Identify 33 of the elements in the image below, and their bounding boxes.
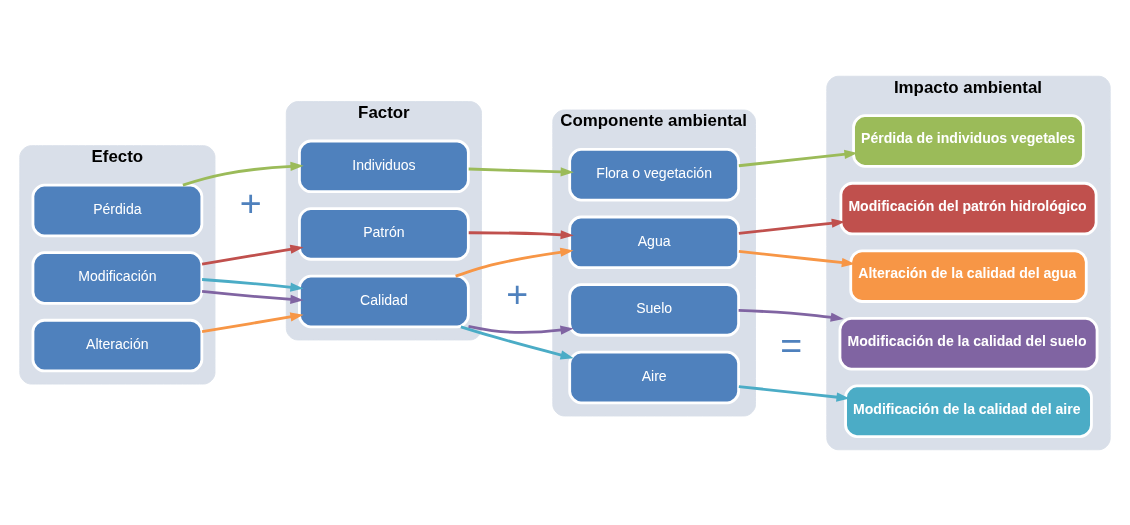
arrow (738, 218, 845, 235)
arrow (738, 308, 844, 322)
arrow (201, 311, 304, 333)
label: + (506, 272, 529, 315)
arrow (182, 161, 304, 186)
node-box: Patrón (298, 206, 470, 261)
arrow (738, 249, 855, 267)
arrow (468, 324, 574, 335)
arrow (738, 384, 850, 402)
arrow (455, 247, 574, 277)
node-box: Modificación de la calidad del aire (844, 384, 1093, 438)
label: + (239, 181, 262, 224)
arrow (738, 149, 858, 167)
node-box: Agua (568, 215, 740, 269)
arrow (201, 289, 304, 304)
node-box: Pérdida (31, 183, 204, 237)
node-box: Flora o vegetación (568, 147, 740, 202)
arrow (460, 324, 574, 359)
node-box: Alteración de la calidad del agua (849, 248, 1088, 303)
node-box: Suelo (568, 282, 740, 337)
node-box: Modificación del patrón hidrológico (839, 181, 1098, 235)
arrow (201, 277, 304, 292)
arrow (468, 166, 574, 176)
node-box: Calidad (298, 274, 470, 328)
arrow (468, 229, 574, 239)
node-box: Modificación de la calidad del suelo (838, 316, 1099, 370)
node-box: Modificación (31, 250, 204, 305)
node-box: Alteración (31, 318, 204, 372)
node-box: Individuos (298, 139, 470, 193)
node-box: Pérdida de individuos vegetales (852, 113, 1085, 168)
arrow (201, 244, 304, 265)
node-box: Aire (568, 350, 740, 404)
label: = (780, 323, 803, 366)
